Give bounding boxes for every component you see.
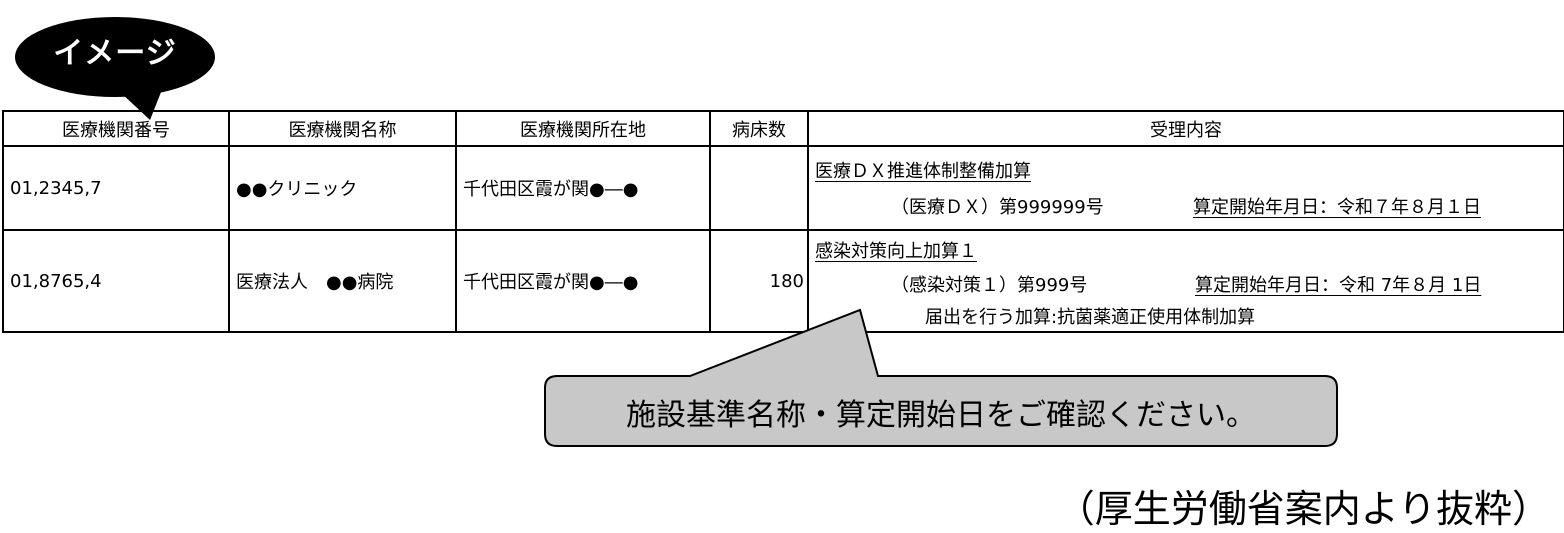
cell-beds: 180 [709, 229, 809, 333]
table-header-row: 医療機関番号 医療機関名称 医療機関所在地 病床数 受理内容 [2, 110, 1564, 147]
cell-content: 感染対策向上加算１ （感染対策１）第999号 算定開始年月日：令和 7年８月 1… [807, 229, 1564, 333]
cell-address: 千代田区霞が関●―● [455, 145, 711, 231]
header-beds: 病床数 [709, 110, 809, 147]
header-content: 受理内容 [807, 110, 1564, 147]
image-badge: イメージ [15, 12, 225, 122]
content-start-date: 算定開始年月日：令和７年８月１日 [1193, 197, 1481, 218]
content-title: 感染対策向上加算１ [815, 241, 977, 262]
table-row: 01,8765,4 医療法人 ●●病院 千代田区霞が関●―● 180 感染対策向… [2, 229, 1564, 333]
header-name: 医療機関名称 [228, 110, 457, 147]
cell-number: 01,2345,7 [2, 145, 230, 231]
cell-name: 医療法人 ●●病院 [228, 229, 457, 333]
content-title: 医療ＤＸ推進体制整備加算 [815, 161, 1031, 182]
cell-address: 千代田区霞が関●―● [455, 229, 711, 333]
callout-message: 施設基準名称・算定開始日をご確認ください。 [626, 398, 1256, 433]
facility-table: 医療機関番号 医療機関名称 医療機関所在地 病床数 受理内容 01,2345,7… [2, 110, 1564, 333]
table-row: 01,2345,7 ●●クリニック 千代田区霞が関●―● 医療ＤＸ推進体制整備加… [2, 145, 1564, 231]
content-start-date: 算定開始年月日：令和 7年８月 1日 [1195, 275, 1482, 296]
header-number: 医療機関番号 [2, 110, 230, 147]
cell-number: 01,8765,4 [2, 229, 230, 333]
content-code: （医療ＤＸ）第999999号 [891, 197, 1104, 218]
content-code: （感染対策１）第999号 [891, 275, 1088, 296]
header-address: 医療機関所在地 [455, 110, 711, 147]
image-badge-label: イメージ [53, 36, 177, 71]
cell-beds [709, 145, 809, 231]
cell-content: 医療ＤＸ推進体制整備加算 （医療ＤＸ）第999999号 算定開始年月日：令和７年… [807, 145, 1564, 231]
source-note: （厚生労働省案内より抜粋） [1056, 487, 1550, 531]
content-note: 届出を行う加算:抗菌薬適正使用体制加算 [925, 307, 1256, 328]
cell-name: ●●クリニック [228, 145, 457, 231]
